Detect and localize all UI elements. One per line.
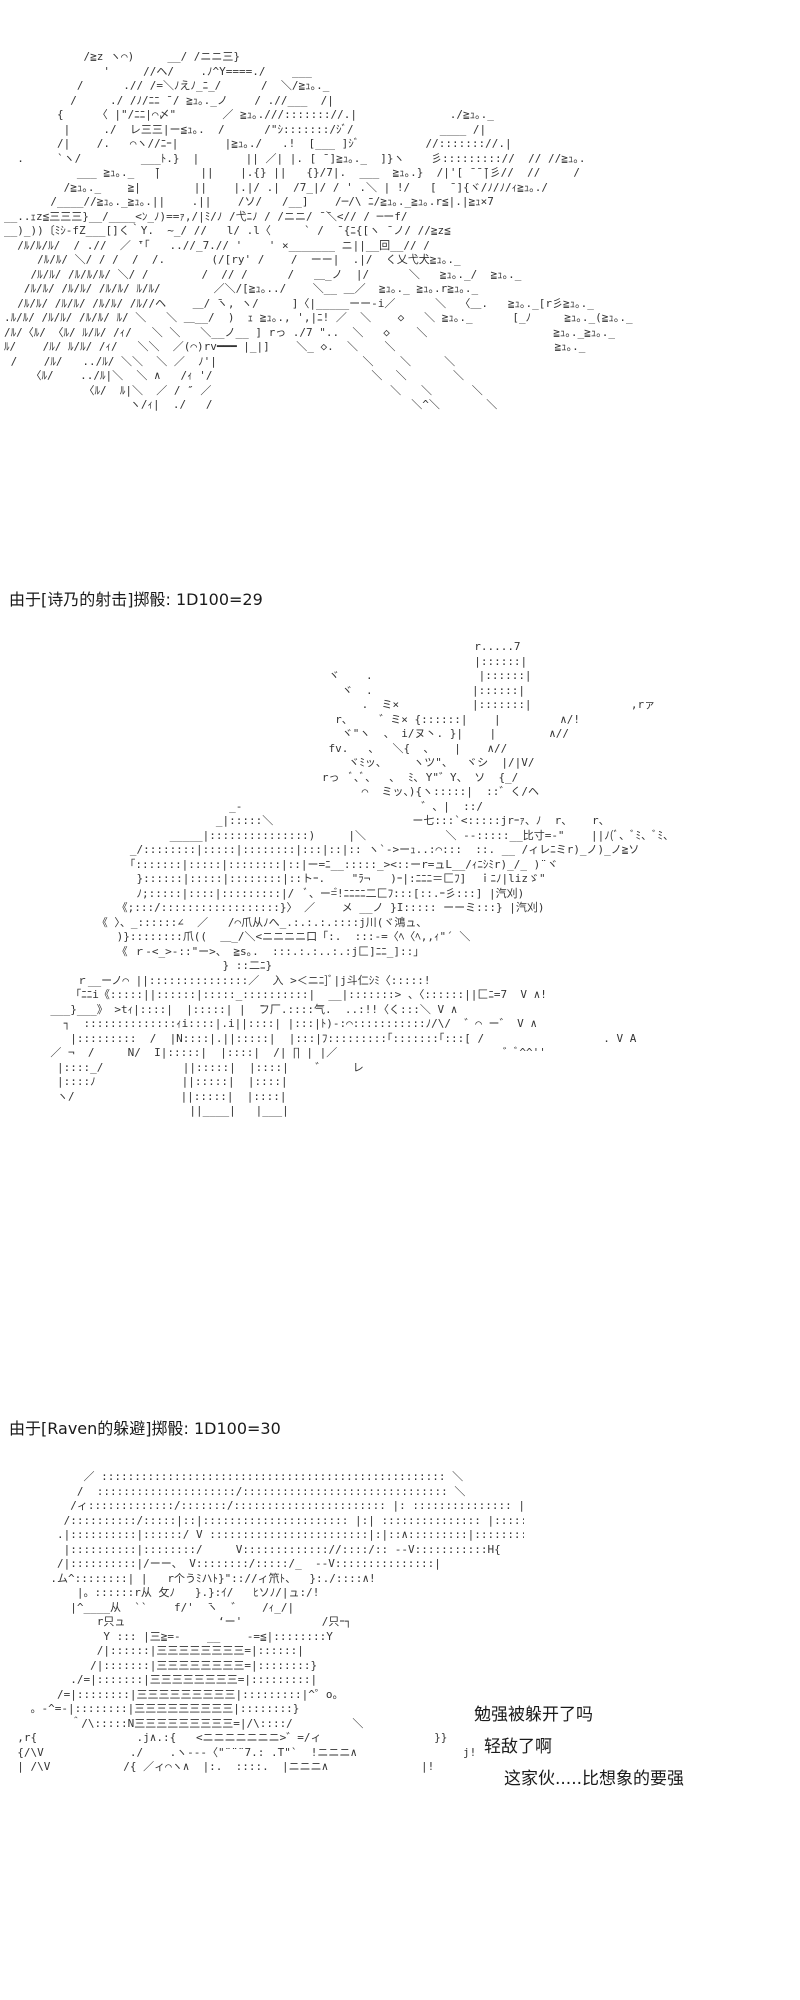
ascii-art-explosion-impact: r.....7 |::::::| ヾ . |::::::| [50, 640, 675, 1117]
dialogue-line-2: 轻敌了啊 [484, 1737, 552, 1757]
dialogue-line-1: 勉强被躲开了吗 [474, 1705, 593, 1725]
ascii-art-character-portrait: ／ ::::::::::::::::::::::::::::::::::::::… [17, 1470, 524, 1773]
dice-roll-evasion: 由于[Raven的躲避]掷骰: 1D100=30 [9, 1419, 281, 1438]
ascii-art-battlefield-wreckage: /≧z ヽ⌒) __/ /ニニ三} ' //ヘ/ .ﾉ^Y====./ ___ … [4, 50, 633, 411]
dice-roll-shooting: 由于[诗乃的射击]掷骰: 1D100=29 [9, 590, 263, 609]
dialogue-line-3: 这家伙.....比想象的要强 [504, 1769, 685, 1789]
